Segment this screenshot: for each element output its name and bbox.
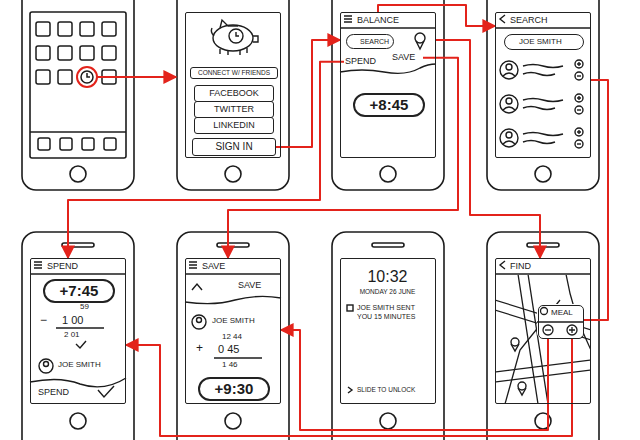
- save-screen: SAVE +9:30: [185, 258, 281, 404]
- time-value: +9:30: [202, 380, 266, 398]
- highlight-circle: [77, 67, 97, 87]
- home-screen-icons: [30, 22, 126, 150]
- balance-display: +8:45: [353, 93, 425, 117]
- clock-time: 10:32: [341, 267, 434, 287]
- lock-screen: 10:32MONDAY 26 JUNE JOE SMITH SENT YOU 15…: [340, 258, 436, 404]
- screen-title: FIND: [510, 261, 531, 272]
- time-value: +8:45: [357, 96, 421, 114]
- map-roads: [496, 275, 590, 403]
- screen-icons: [30, 15, 591, 397]
- notification-text: JOE SMITH SENT YOU 15 MINUTES: [357, 304, 429, 322]
- flow-connector: [281, 330, 548, 430]
- stepper-value: 2 01: [64, 331, 80, 340]
- field-text: JOE SMITH: [519, 37, 580, 47]
- stepper-value: 0 45: [218, 343, 239, 355]
- tab-label: SAVE: [392, 52, 422, 64]
- notification: JOE SMITH SENT YOU 15 MINUTES: [345, 303, 431, 323]
- piggy-bank: [211, 20, 258, 55]
- contact-name: JOE SMITH: [58, 361, 101, 370]
- save-tab: SAVE: [391, 51, 423, 65]
- phone-bodies: [22, 0, 599, 440]
- search-screen: SEARCH JOE SMITH: [495, 12, 591, 158]
- stepper-value: 1 00: [62, 314, 83, 326]
- slide-hint: SLIDE TO UNLOCK: [357, 386, 415, 393]
- login-screen: CONNECT W/ FRIENDS FACEBOOK TWITTER LINKEDI…: [185, 12, 281, 158]
- clock-time: MONDAY 26 JUNE: [341, 288, 434, 296]
- button-label: FACEBOOK: [197, 88, 271, 99]
- stepper-value: 59: [80, 303, 89, 312]
- social-button: LINKEDIN: [194, 117, 274, 134]
- popup-text: MEAL: [551, 308, 581, 318]
- button-label: TWITTER: [197, 104, 271, 115]
- map-popup: [537, 304, 583, 338]
- sign-symbol: −: [40, 314, 47, 327]
- sign-in-button: SIGN IN: [192, 138, 276, 156]
- band-label: SAVE: [238, 281, 261, 291]
- flow-connector: [436, 40, 540, 258]
- stepper-value: 12 44: [222, 333, 242, 342]
- screen-title: SAVE: [202, 261, 225, 272]
- map-pins: [511, 338, 526, 395]
- contact-name: JOE SMITH: [212, 317, 255, 326]
- flow-connector: [276, 40, 340, 147]
- screen-title: CONNECT W/ FRIENDS: [190, 67, 278, 79]
- button-label: SEARCH: [360, 37, 390, 46]
- find-screen: FIND MEAL: [495, 258, 591, 404]
- balance-display: +7:45: [43, 279, 115, 303]
- button-label: LINKEDIN: [197, 120, 271, 131]
- social-button: TWITTER: [194, 101, 274, 118]
- balance-display: +9:30: [198, 377, 270, 401]
- flow-arrow: [97, 76, 176, 78]
- search-field: JOE SMITH: [504, 34, 584, 50]
- sign-symbol: +: [196, 342, 203, 355]
- flow-connector: [584, 80, 608, 320]
- tab-label: SPEND: [345, 56, 379, 68]
- button-label: SIGN IN: [195, 141, 273, 153]
- flow-connector: [68, 62, 344, 258]
- band-label: SPEND: [38, 388, 69, 398]
- search-button: SEARCH: [346, 34, 394, 49]
- time-value: +7:45: [47, 282, 111, 300]
- social-button: FACEBOOK: [194, 85, 274, 102]
- screen-title: SEARCH: [510, 15, 548, 26]
- map-popup: MEAL: [538, 305, 584, 339]
- screen-title: SPEND: [47, 261, 78, 272]
- stepper-value: 1 46: [222, 361, 238, 370]
- flow-connector: [126, 339, 572, 436]
- spend-tab: SPEND: [344, 55, 380, 69]
- screen-title: BALANCE: [357, 15, 399, 26]
- balance-screen: BALANCE SEARCH SPEND SAVE +8:45: [340, 12, 436, 158]
